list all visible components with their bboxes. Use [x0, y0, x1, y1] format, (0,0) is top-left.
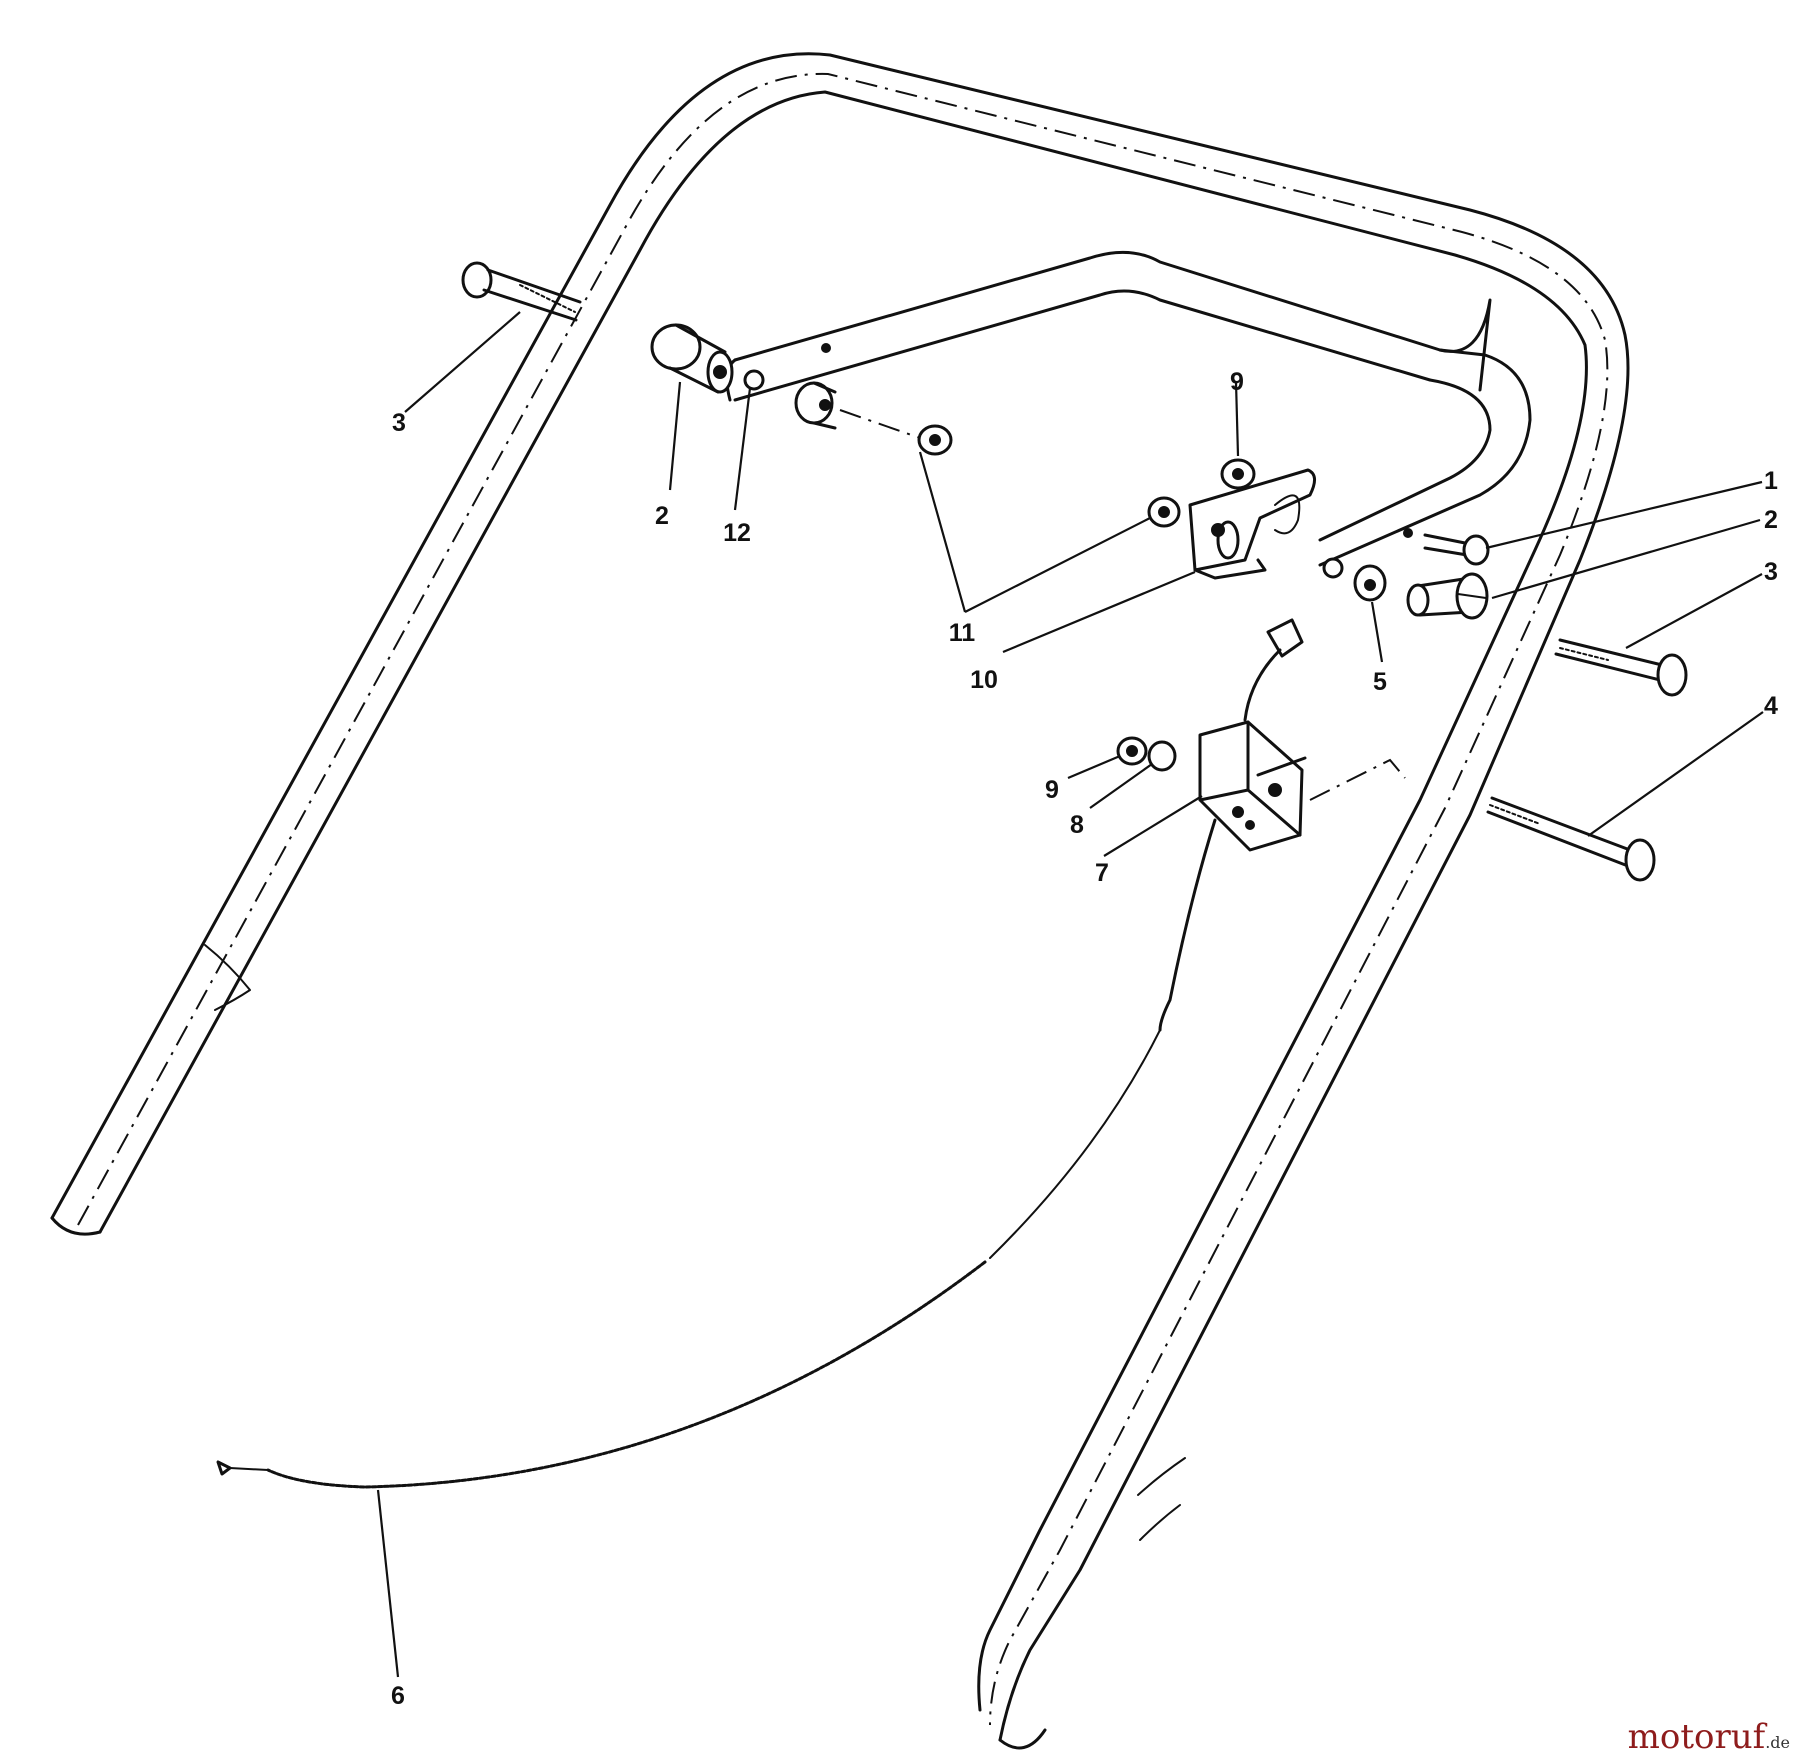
locknut-right: [1147, 496, 1181, 528]
handle-tube: [50, 52, 1630, 1750]
callout-8: 8: [1070, 811, 1084, 839]
watermark-main: motoruf: [1627, 1717, 1766, 1757]
callout-labels: 3 2 12 11 10 9 1 2 5 3 4 9 8 7 6: [391, 368, 1778, 1710]
washer-8: [1147, 740, 1177, 772]
callout-3-left: 3: [392, 409, 406, 437]
bushing-left: [650, 323, 734, 394]
callout-9-top: 9: [1230, 368, 1244, 396]
control-bail: [725, 250, 1532, 567]
callout-4: 4: [1764, 692, 1778, 720]
nut-9-bottom: [1116, 736, 1148, 766]
switch-bracket: [1188, 468, 1316, 580]
callout-11: 11: [949, 619, 976, 647]
callout-1: 1: [1764, 467, 1778, 495]
watermark-logo: motoruf.de: [1628, 1717, 1790, 1757]
callout-12: 12: [723, 519, 751, 547]
callout-7: 7: [1095, 859, 1109, 887]
callout-5: 5: [1373, 668, 1387, 696]
watermark-tld: .de: [1765, 1733, 1790, 1752]
carriage-bolt-left: [461, 261, 582, 322]
callout-6: 6: [391, 1682, 405, 1710]
bolt-1: [1403, 528, 1490, 566]
interlock-switch: [1198, 720, 1406, 852]
control-cable: [216, 1029, 1161, 1489]
wire-harness: [1158, 618, 1304, 1032]
nut-9-top: [1220, 458, 1256, 490]
callout-3-right: 3: [1764, 558, 1778, 586]
spacer-5: [1353, 564, 1387, 602]
leader-lines: [376, 311, 1764, 1678]
locknut-left: [839, 409, 953, 456]
callout-9-bottom: 9: [1045, 776, 1059, 804]
spacer-left: [794, 381, 837, 430]
callout-2-right: 2: [1764, 506, 1778, 534]
carriage-bolt-right-3: [1554, 638, 1688, 697]
callout-10: 10: [970, 666, 998, 694]
shoulder-bolt-right: [1406, 572, 1489, 620]
callout-2-left: 2: [655, 502, 669, 530]
carriage-bolt-right-4: [1486, 796, 1656, 882]
